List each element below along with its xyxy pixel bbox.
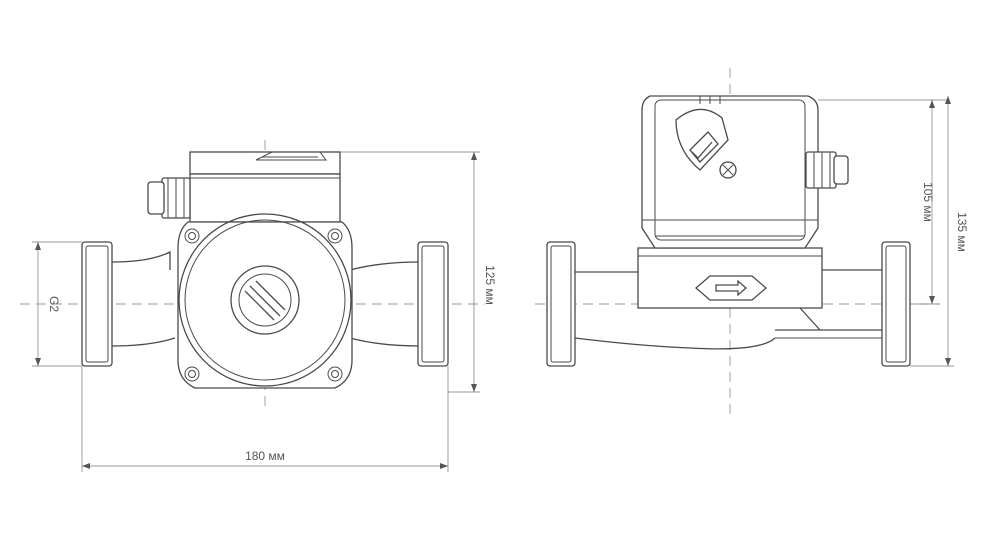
front-view: G2 125 мм 180 мм xyxy=(20,140,497,472)
height-dimension: 125 мм xyxy=(340,151,497,393)
cable-gland xyxy=(147,177,191,219)
side-cable-gland xyxy=(805,151,849,189)
thread-label: G2 xyxy=(47,296,61,312)
motor-height-label: 105 мм xyxy=(921,182,935,222)
speed-selector-knob xyxy=(675,108,729,171)
side-right-flange xyxy=(881,241,911,367)
ground-screw-icon xyxy=(719,161,737,179)
motor-housing xyxy=(177,213,353,389)
motor-height-dimension: 105 мм xyxy=(818,99,948,305)
total-height-label: 135 мм xyxy=(955,212,969,252)
pipe-body xyxy=(111,250,421,347)
side-pipe-body xyxy=(574,269,882,350)
vent-plug xyxy=(230,265,300,335)
thread-dimension: G2 xyxy=(32,241,82,367)
side-view: 105 мм 135 мм xyxy=(535,68,969,420)
terminal-box xyxy=(189,151,341,223)
left-flange xyxy=(81,241,113,367)
side-left-flange xyxy=(546,241,576,367)
flow-arrow-icon xyxy=(715,279,747,297)
side-motor xyxy=(641,95,819,249)
length-dimension: 180 мм xyxy=(81,366,449,472)
height-label: 125 мм xyxy=(483,265,497,305)
right-flange xyxy=(417,241,449,367)
length-label: 180 мм xyxy=(245,449,285,463)
flow-direction-plate xyxy=(695,275,767,301)
total-height-dimension: 135 мм xyxy=(910,96,969,367)
side-pump-housing xyxy=(637,247,823,309)
